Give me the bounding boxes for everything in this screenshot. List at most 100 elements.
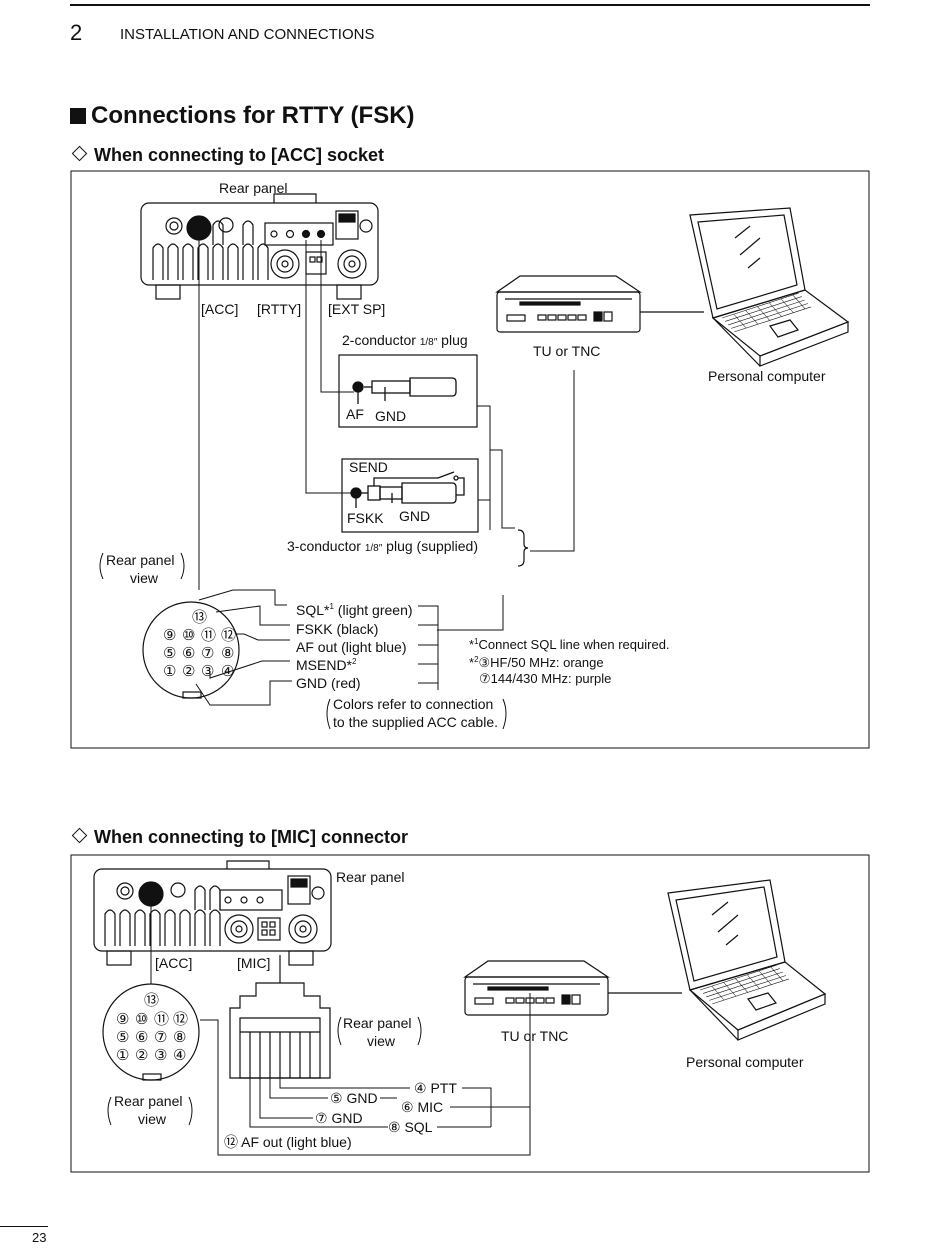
extsp-jack-icon (316, 229, 326, 239)
mic-pin-12: ⑫ (173, 1011, 188, 1028)
note-1: *1Connect SQL line when required. (469, 637, 670, 652)
mic-acc-jack-label: [ACC] (155, 955, 192, 971)
acc-frame (70, 170, 870, 749)
square-bullet-icon (70, 108, 86, 124)
mic-acc-socket-icon (138, 881, 164, 907)
acc-tu-tnc-icon (495, 275, 704, 333)
plug3-gnd-label: GND (399, 508, 430, 524)
acc-pin-8: ⑧ (221, 645, 234, 662)
plug2-title: 2-conductor 1/8″ plug (342, 332, 468, 348)
acc-pin-3: ③ (201, 663, 214, 680)
mic-view-a-paren-right (188, 1096, 193, 1126)
acc-pin-13: ⑬ (192, 609, 207, 626)
mic-heading: When connecting to [MIC] connector (70, 827, 408, 848)
signal-sql: SQL*1 (light green) (296, 602, 413, 618)
mic-pin-7: ⑦ (154, 1029, 167, 1046)
mic-frame (70, 854, 870, 1173)
plug3-box (341, 458, 479, 533)
mic-rear-panel-label: Rear panel (336, 869, 405, 885)
acc-heading-text: When connecting to [ACC] socket (94, 145, 385, 165)
colors-paren-left (326, 698, 331, 730)
mic-view-b-line2: view (367, 1033, 396, 1049)
plug2-gnd-label: GND (375, 408, 406, 424)
mic-pin-13: ⑬ (144, 992, 159, 1009)
plug3-fskk-label: FSKK (347, 510, 384, 526)
gnd-wire (195, 680, 292, 706)
plug3-title: 3-conductor 1/8″ plug (supplied) (287, 538, 478, 554)
jack-a-icon (285, 229, 295, 239)
sql-wire (198, 589, 287, 606)
mic-pin-9: ⑨ (116, 1011, 129, 1028)
signal-gnd: GND (red) (296, 675, 361, 691)
mic-pin-8: ⑧ (173, 1029, 186, 1046)
mic-view-a-paren-left (107, 1096, 112, 1126)
ptt-wire (279, 1078, 410, 1089)
mic-pin-4: ④ (173, 1047, 186, 1064)
note-2-line2: ⑦144/430 MHz: purple (479, 671, 611, 686)
acc-pin-11: ⑪ (201, 627, 216, 644)
chapter-title: INSTALLATION AND CONNECTIONS (120, 26, 375, 43)
acc-socket-icon (186, 215, 212, 241)
mic-pin-2: ② (135, 1047, 148, 1064)
mic-jack-label: [MIC] (237, 955, 270, 971)
acc-view-paren-left (99, 552, 104, 580)
acc-pin-1: ① (163, 663, 176, 680)
mic-pin-11: ⑪ (154, 1011, 169, 1028)
acc-heading: When connecting to [ACC] socket (70, 145, 384, 166)
mic-view-a-line1: Rear panel (114, 1093, 183, 1109)
msend-wire (209, 660, 290, 679)
tu-cable (530, 370, 575, 552)
extsp-cable (320, 240, 354, 393)
mic-pin-numbers: ⑬ ⑨ ⑩ ⑪ ⑫ ⑤ ⑥ ⑦ ⑧ ① ② ③ ④ (116, 992, 188, 1064)
note-2-line1: *2③HF/50 MHz: orange (469, 655, 604, 670)
acc-tu-label: TU or TNC (533, 343, 600, 359)
send-switch-icon (373, 471, 455, 486)
wire-gnd7: ⑦ GND (315, 1110, 363, 1126)
acc-pin-10: ⑩ (182, 627, 195, 644)
wire-gnd5: ⑤ GND (330, 1090, 378, 1106)
acc-pin-2: ② (182, 663, 195, 680)
plug2-icon (352, 377, 457, 404)
plug2-box (338, 354, 478, 428)
acc-pin-numbers: ⑬ ⑨ ⑩ ⑪ ⑫ ⑤ ⑥ ⑦ ⑧ ① ② ③ ④ (163, 609, 236, 680)
mic-tu-tnc-icon (463, 960, 682, 1016)
acc-pin-4: ④ (221, 663, 234, 680)
section-title: Connections for RTTY (FSK) (70, 102, 415, 130)
acc-laptop-icon (689, 207, 850, 367)
mic-pin-1: ① (116, 1047, 129, 1064)
acc-socket-pin-diagram (142, 601, 240, 699)
plug3-icon (350, 471, 465, 508)
signal-fskk: FSKK (black) (296, 621, 378, 637)
signal-msend: MSEND*2 (296, 657, 357, 673)
mic-view-b-paren-left (337, 1016, 342, 1046)
afout-wire (236, 633, 290, 641)
wire-ptt: ④ PTT (414, 1080, 457, 1096)
plug3-send-label: SEND (349, 459, 388, 475)
rtty-jack-icon (301, 229, 311, 239)
extsp-jack-label: [EXT SP] (328, 301, 385, 317)
mic-heading-text: When connecting to [MIC] connector (94, 827, 408, 847)
acc-pin-12: ⑫ (221, 627, 236, 644)
mic-pin-5: ⑤ (116, 1029, 129, 1046)
mic-afout-wire (200, 1019, 531, 1156)
mic-modular-connector (229, 955, 331, 1079)
wire-afout: ⑫ AF out (light blue) (224, 1134, 352, 1150)
fskk-wire (215, 605, 290, 626)
acc-brace (517, 529, 529, 567)
colors-note-line1: Colors refer to connection (333, 696, 493, 712)
colors-paren-right (502, 698, 507, 730)
acc-radio-rear-panel (140, 193, 379, 300)
plug2-af-label: AF (346, 406, 364, 422)
acc-pin-9: ⑨ (163, 627, 176, 644)
acc-pc-label: Personal computer (708, 368, 826, 384)
section-title-text: Connections for RTTY (FSK) (91, 102, 415, 129)
page-number: 23 (32, 1230, 47, 1245)
mic-connector-icon (257, 917, 281, 941)
mic-radio-rear-panel (93, 860, 332, 966)
acc-jack-label: [ACC] (201, 301, 238, 317)
wire-sql: ⑧ SQL (388, 1119, 433, 1135)
acc-view-line1: Rear panel (106, 552, 175, 568)
chapter-number: 2 (70, 20, 83, 45)
mic-tu-label: TU or TNC (501, 1028, 568, 1044)
